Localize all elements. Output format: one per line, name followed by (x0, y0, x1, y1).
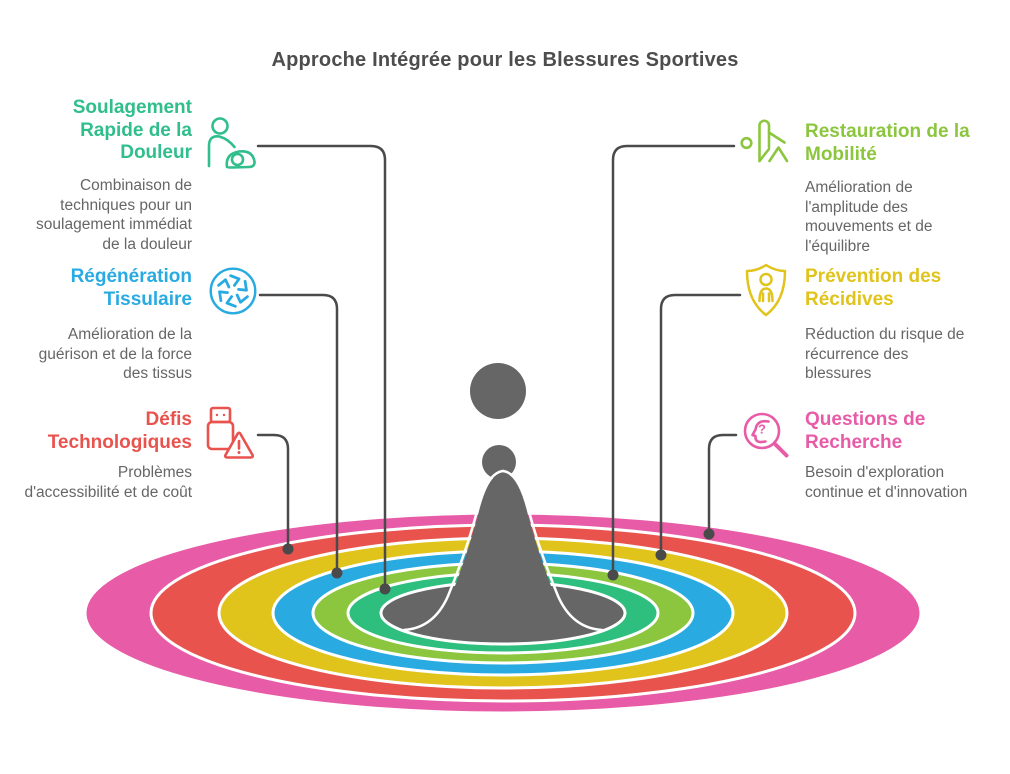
item-title-defis: Défis Technologiques (47, 409, 192, 453)
usb-warning-icon (198, 406, 256, 462)
connector-prevention (659, 293, 742, 557)
item-title-regeneration: Régénération Tissulaire (70, 266, 192, 310)
item-title-questions: Questions de Recherche (805, 409, 926, 453)
dot-regeneration (331, 567, 343, 579)
dot-restauration (607, 569, 619, 581)
connector-dots (282, 528, 715, 595)
falling-droplet-large (470, 363, 526, 419)
item-desc-questions: Besoin d'exploration continue et d'innov… (805, 464, 968, 501)
tissue-regeneration-icon (207, 265, 259, 317)
svg-text:?: ? (758, 422, 766, 437)
falling-droplet-small (482, 445, 516, 479)
item-desc-regeneration: Amélioration de la guérison et de la for… (38, 326, 192, 382)
stretching-person-icon (740, 116, 792, 168)
massage-therapy-icon (200, 116, 256, 174)
dot-questions (703, 528, 715, 540)
splash-outline (402, 469, 604, 632)
item-desc-restauration: Amélioration de l'amplitude des mouvemen… (805, 179, 933, 255)
connector-lines (256, 144, 742, 591)
water-splash (412, 363, 594, 640)
connector-restauration (611, 144, 736, 577)
dot-prevention (655, 549, 667, 561)
connector-regeneration (258, 293, 339, 575)
item-desc-defis: Problèmes d'accessibilité et de coût (24, 464, 192, 501)
connector-questions (707, 433, 738, 536)
item-title-prevention: Prévention des Récidives (805, 266, 942, 310)
connector-soulagement (256, 144, 387, 591)
item-title-soulagement: Soulagement Rapide de la Douleur (72, 97, 192, 163)
connector-defis (256, 433, 290, 551)
research-magnifier-icon: ? (741, 409, 797, 467)
dot-soulagement (379, 583, 391, 595)
item-title-restauration: Restauration de la Mobilité (805, 121, 970, 165)
page-title: Approche Intégrée pour les Blessures Spo… (271, 49, 739, 71)
item-desc-soulagement: Combinaison de techniques pour un soulag… (36, 177, 192, 253)
item-desc-prevention: Réduction du risque de récurrence des bl… (805, 326, 965, 382)
dot-defis (282, 543, 294, 555)
shield-person-icon (744, 262, 788, 318)
